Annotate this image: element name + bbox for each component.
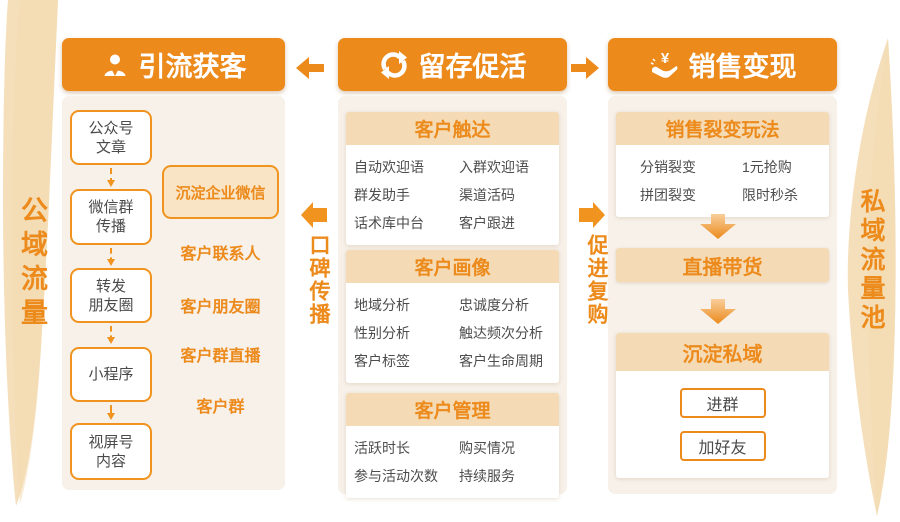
flow-box-line: 内容 bbox=[95, 452, 126, 470]
retention-panel: 客户触达 自动欢迎语 入群欢迎语 群发助手 渠道活码 话术库中台 客户跟进 客户… bbox=[338, 96, 567, 498]
flow-box-line: 视屏号 bbox=[88, 433, 134, 451]
card-item: 分销裂变 bbox=[640, 159, 696, 175]
flow-box-mini-program: 小程序 bbox=[70, 347, 152, 402]
arrow-left-icon bbox=[301, 202, 327, 228]
retention-title: 留存促活 bbox=[418, 52, 527, 82]
left-blade-shape bbox=[3, 0, 58, 506]
arrow-right-icon bbox=[579, 202, 605, 228]
card-item: 客户生命周期 bbox=[459, 353, 543, 369]
retention-header: 留存促活 bbox=[338, 38, 567, 91]
private-traffic-pool-label: 私域流量池 bbox=[857, 188, 885, 333]
card-items: 地域分析 忠诚度分析 性别分析 触达频次分析 客户标签 客户生命周期 bbox=[346, 283, 559, 383]
card-item: 渠道活码 bbox=[459, 187, 515, 203]
flow-box-video-channel: 视屏号 内容 bbox=[70, 423, 152, 480]
card-item: 地域分析 bbox=[354, 297, 410, 313]
card-item: 客户跟进 bbox=[459, 215, 515, 231]
arrow-down-icon bbox=[700, 214, 736, 239]
card-item: 持续服务 bbox=[459, 468, 515, 484]
private-domain-actions: 进群 加好友 bbox=[616, 371, 829, 478]
card-item: 自动欢迎语 bbox=[354, 159, 424, 175]
card-title: 客户触达 bbox=[346, 112, 559, 145]
card-item: 话术库中台 bbox=[354, 215, 424, 231]
card-items: 自动欢迎语 入群欢迎语 群发助手 渠道活码 话术库中台 客户跟进 bbox=[346, 145, 559, 245]
monetization-header: ¥ 销售变现 bbox=[608, 38, 837, 91]
card-item: 购买情况 bbox=[459, 440, 515, 456]
side-item-customer-group: 客户群 bbox=[196, 399, 245, 416]
card-items: 活跃时长 购买情况 参与活动次数 持续服务 bbox=[346, 426, 559, 498]
arrow-down-icon bbox=[700, 299, 736, 324]
acquisition-title: 引流获客 bbox=[138, 52, 247, 82]
side-item-customer-contact: 客户联系人 bbox=[180, 246, 261, 263]
acquisition-header: 引流获客 bbox=[62, 38, 285, 91]
customer-profile-card: 客户画像 地域分析 忠诚度分析 性别分析 触达频次分析 客户标签 客户生命周期 bbox=[346, 250, 559, 383]
join-group-button: 进群 bbox=[679, 388, 766, 418]
side-item-group-live: 客户群直播 bbox=[180, 348, 261, 365]
repurchase-label: 促进复购 bbox=[585, 234, 608, 326]
flow-box-line: 朋友圈 bbox=[88, 296, 134, 314]
card-item: 忠诚度分析 bbox=[459, 297, 529, 313]
flow-box-line: 公众号 bbox=[88, 119, 134, 137]
side-item-customer-moments: 客户朋友圈 bbox=[180, 299, 261, 316]
card-title: 客户管理 bbox=[346, 393, 559, 426]
flow-arrow-down bbox=[107, 168, 115, 187]
monetization-panel: 销售裂变玩法 分销裂变 1元抢购 拼团裂变 限时秒杀 直播带货 bbox=[608, 96, 837, 494]
enterprise-wechat-box: 沉淀企业微信 bbox=[162, 165, 279, 219]
card-items: 分销裂变 1元抢购 拼团裂变 限时秒杀 bbox=[616, 145, 829, 217]
customer-management-card: 客户管理 活跃时长 购买情况 参与活动次数 持续服务 bbox=[346, 393, 559, 498]
arrow-left-icon bbox=[296, 57, 324, 79]
sales-fission-card: 销售裂变玩法 分销裂变 1元抢购 拼团裂变 限时秒杀 bbox=[616, 112, 829, 217]
flow-arrow-down bbox=[107, 248, 115, 266]
flow-arrow-down bbox=[107, 405, 115, 420]
flow-box-line: 传播 bbox=[95, 218, 126, 235]
flow-box-official-account: 公众号 文章 bbox=[70, 110, 152, 165]
card-item: 入群欢迎语 bbox=[459, 159, 529, 175]
person-icon bbox=[101, 51, 129, 79]
card-item: 1元抢购 bbox=[742, 159, 792, 175]
acquisition-panel: 公众号 文章 微信群 传播 转发 朋友圈 小程序 视屏号 内容 沉淀企业微信 客… bbox=[62, 96, 285, 490]
card-item: 活跃时长 bbox=[354, 440, 410, 456]
card-item: 触达频次分析 bbox=[459, 325, 543, 341]
card-title: 沉淀私域 bbox=[616, 333, 829, 371]
word-of-mouth-label: 口碑传播 bbox=[307, 234, 330, 326]
flow-box-line: 小程序 bbox=[88, 366, 134, 383]
monetization-title: 销售变现 bbox=[688, 52, 797, 82]
card-item: 客户标签 bbox=[354, 353, 410, 369]
live-commerce-banner: 直播带货 bbox=[616, 248, 829, 282]
card-item: 参与活动次数 bbox=[354, 468, 438, 484]
flow-box-line: 微信群 bbox=[88, 199, 134, 216]
flow-box-line: 转发 bbox=[95, 277, 126, 295]
hand-yen-icon: ¥ bbox=[649, 50, 679, 80]
public-traffic-label: 公域流量 bbox=[17, 196, 47, 332]
arrow-right-icon bbox=[571, 57, 599, 79]
card-title: 销售裂变玩法 bbox=[616, 112, 829, 145]
card-item: 性别分析 bbox=[354, 325, 410, 341]
svg-text:¥: ¥ bbox=[660, 50, 669, 67]
cycle-icon bbox=[379, 50, 409, 80]
card-item: 群发助手 bbox=[354, 187, 410, 203]
flow-arrow-down bbox=[107, 326, 115, 344]
private-domain-card: 沉淀私域 进群 加好友 bbox=[616, 333, 829, 478]
right-blade-shape bbox=[847, 38, 896, 516]
flow-box-line: 文章 bbox=[95, 138, 126, 156]
add-friend-button: 加好友 bbox=[679, 431, 766, 461]
card-item: 拼团裂变 bbox=[640, 187, 696, 203]
card-item: 限时秒杀 bbox=[742, 187, 798, 203]
flow-box-wechat-group: 微信群 传播 bbox=[70, 189, 152, 245]
customer-reach-card: 客户触达 自动欢迎语 入群欢迎语 群发助手 渠道活码 话术库中台 客户跟进 bbox=[346, 112, 559, 245]
card-title: 客户画像 bbox=[346, 250, 559, 283]
flow-box-moments-share: 转发 朋友圈 bbox=[70, 268, 152, 323]
